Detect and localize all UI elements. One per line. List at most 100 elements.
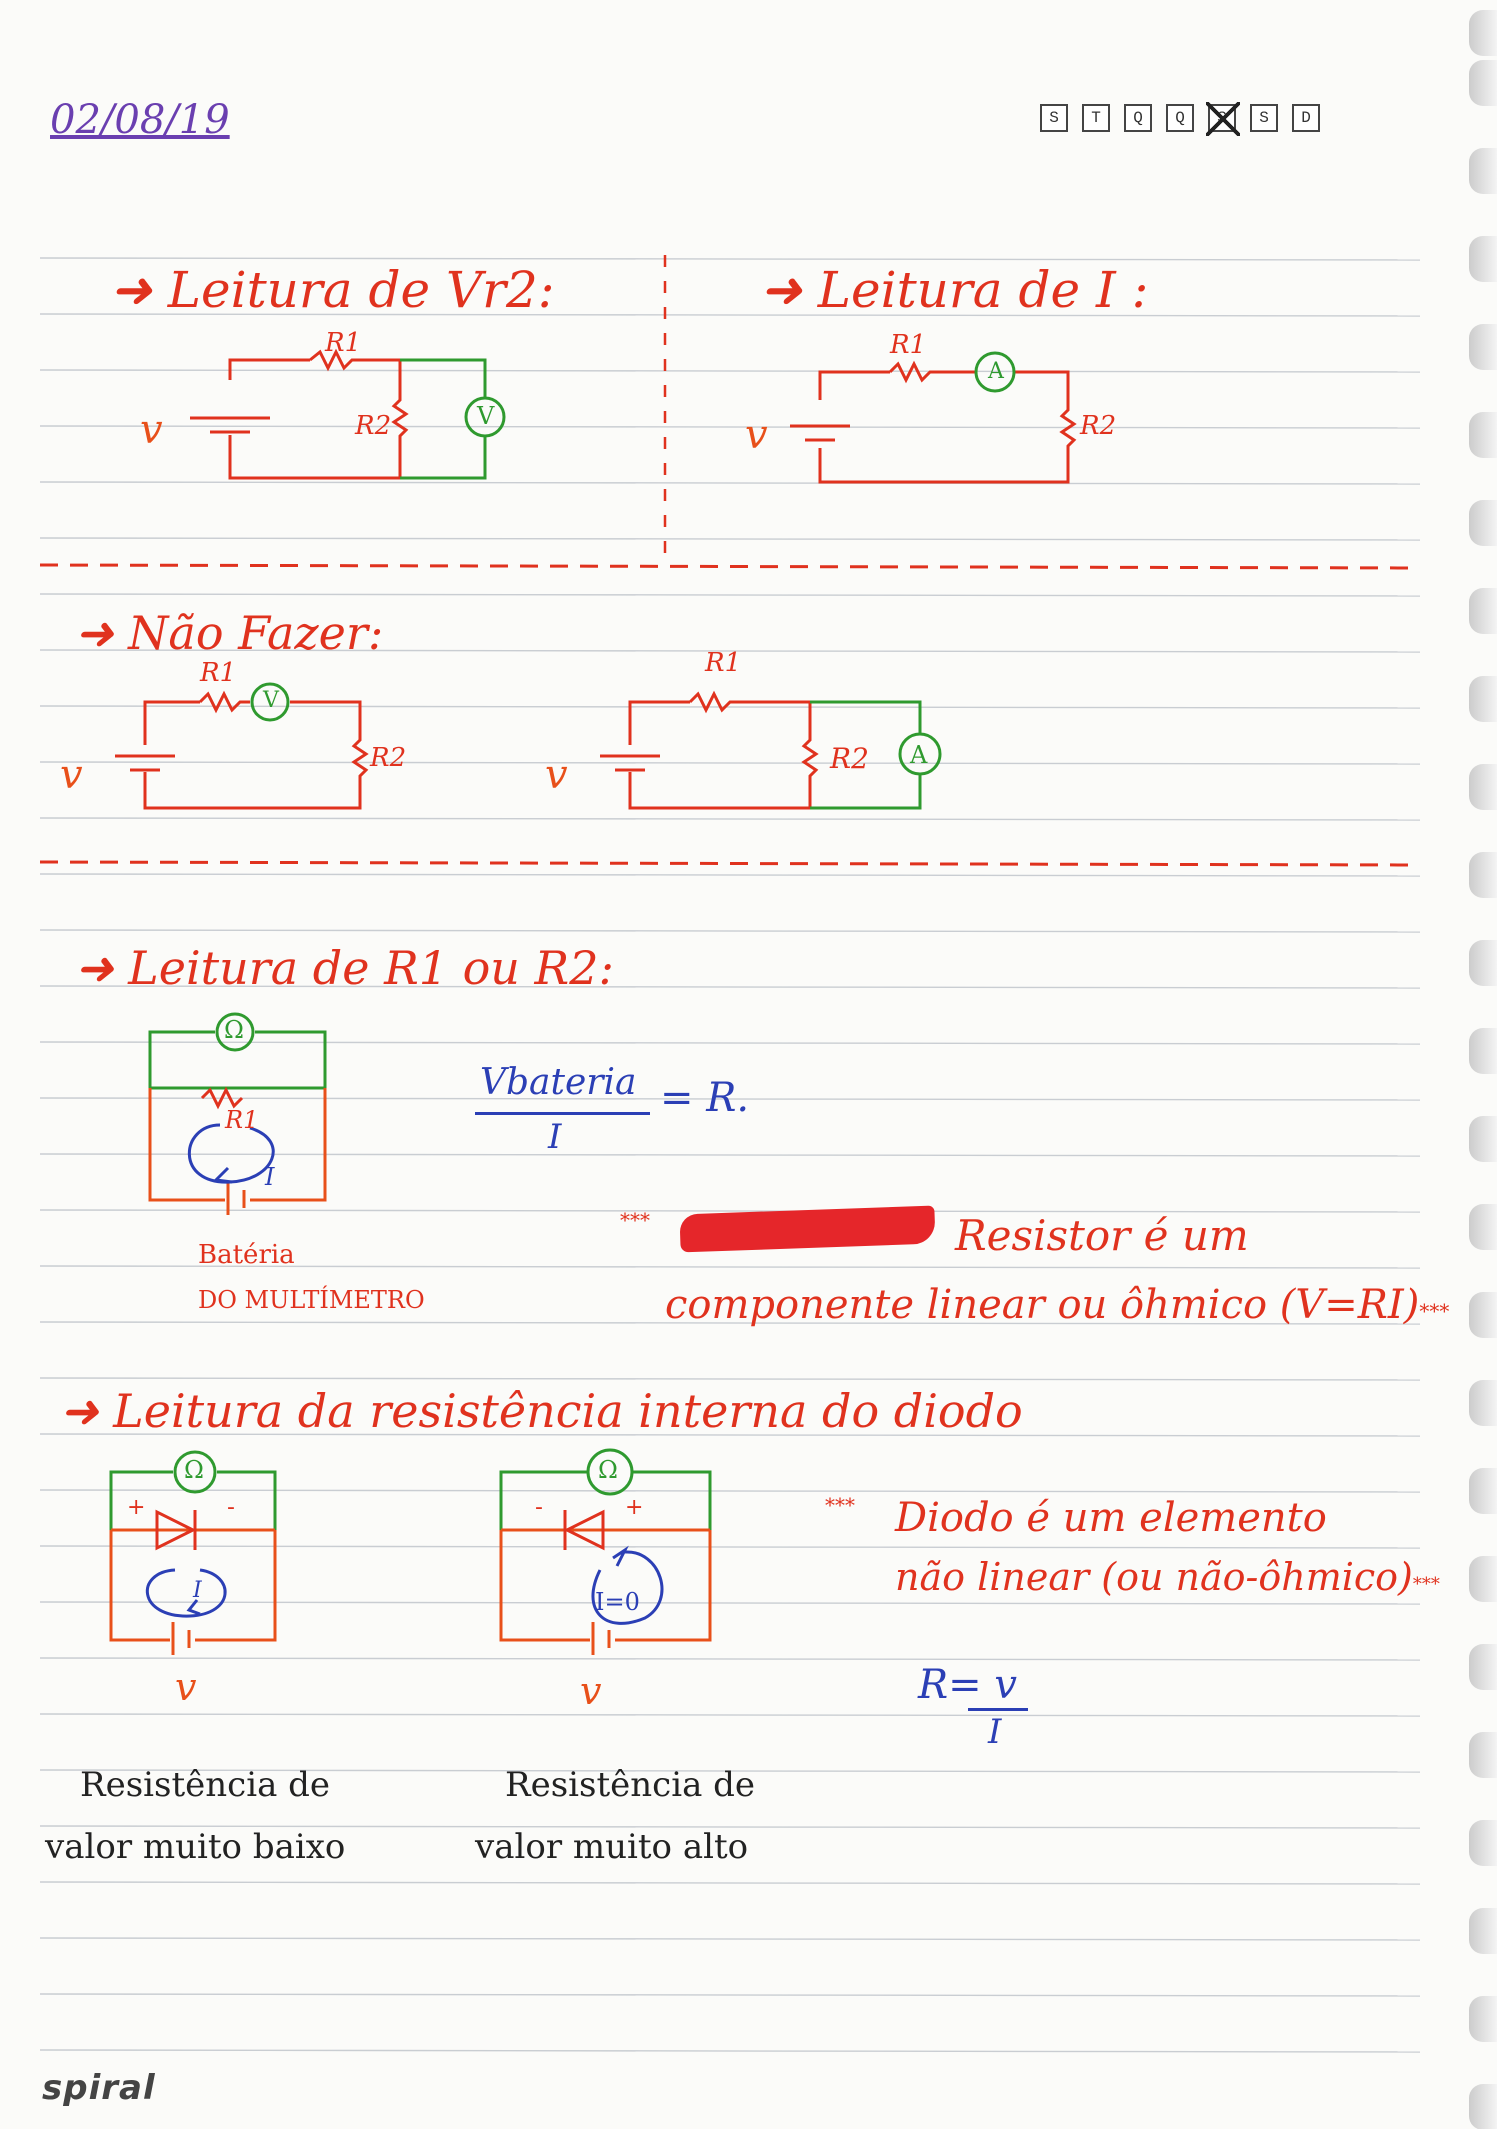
caption-left-2: valor muito baixo — [45, 1827, 346, 1867]
circuit-leitura-r — [148, 1012, 327, 1215]
svg-text:+: + — [127, 1495, 145, 1520]
label-r1: R1 — [200, 658, 237, 688]
divider-dashed-2 — [39, 860, 1421, 867]
binder-ring — [1469, 1380, 1497, 1426]
binder-ring — [1469, 500, 1497, 546]
binder-ring — [1469, 1644, 1497, 1690]
weekday-box[interactable]: S — [1206, 102, 1240, 136]
section-title-diodo: ➜ Leitura da resistência interna do diod… — [60, 1384, 1023, 1438]
arrow-icon: ➜ — [110, 261, 168, 319]
binder-ring — [1469, 852, 1497, 898]
weekday-box[interactable]: T — [1082, 104, 1110, 132]
caption-left-1: Resistência de — [80, 1765, 331, 1805]
divider-dashed-1 — [39, 563, 1421, 570]
label-v: v — [745, 412, 768, 458]
note-diodo-line1: Diodo é um elemento — [895, 1495, 1327, 1541]
section-title-i: ➜ Leitura de I : — [760, 261, 1149, 319]
formula-diodo-bar — [968, 1708, 1028, 1711]
brand-logo: spiral — [42, 2068, 156, 2108]
ohmmeter-label: Ω — [184, 1456, 204, 1484]
label-r1: R1 — [225, 1106, 259, 1134]
binder-ring — [1469, 1732, 1497, 1778]
circuit-diodo-left: + - — [109, 1450, 277, 1655]
note-resistor-line1: Resistor é um — [955, 1211, 1249, 1260]
label-v: v — [545, 752, 568, 798]
arrow-icon: ➜ — [75, 941, 129, 995]
note-mark: *** — [620, 1208, 650, 1232]
weekday-box[interactable]: S — [1250, 104, 1278, 132]
svg-text:+: + — [625, 1495, 643, 1520]
label-r1: R1 — [890, 330, 927, 360]
label-v: v — [60, 752, 83, 798]
note-resistor-line2: componente linear ou ôhmico (V=RI)*** — [665, 1282, 1450, 1328]
caption-right-1: Resistência de — [505, 1765, 756, 1805]
circuit-vr2 — [190, 348, 506, 480]
section-title-leitura-r: ➜ Leitura de R1 ou R2: — [75, 941, 614, 995]
binder-ring — [1469, 764, 1497, 810]
binder-ring — [1469, 676, 1497, 722]
weekday-box[interactable]: S — [1040, 104, 1068, 132]
label-v: v — [140, 407, 163, 453]
binder-ring — [1469, 1204, 1497, 1250]
binder-ring — [1469, 60, 1497, 106]
multimetro-label: do multímetro — [198, 1286, 425, 1314]
arrow-icon: ➜ — [75, 606, 129, 660]
circuit-nao-right — [600, 690, 942, 810]
formula-diodo-num: R= v — [918, 1662, 1017, 1708]
circuit-diodo-right: - + — [499, 1448, 712, 1655]
weekday-box[interactable]: Q — [1124, 104, 1152, 132]
binder-ring — [1469, 324, 1497, 370]
binder-ring — [1469, 1116, 1497, 1162]
date-text: 02/08/19 — [50, 97, 230, 143]
label-v: v — [175, 1665, 197, 1709]
circuit-nao-left — [115, 682, 369, 810]
formula-numerator: Vbateria — [480, 1062, 637, 1103]
weekday-box[interactable]: D — [1292, 104, 1320, 132]
ohmmeter-label: Ω — [598, 1456, 618, 1484]
label-r2: R2 — [1080, 411, 1117, 441]
label-current: I — [265, 1163, 275, 1191]
svg-text:-: - — [227, 1495, 235, 1520]
binder-ring — [1469, 412, 1497, 458]
note-diodo-line2: não linear (ou não-ôhmico)*** — [895, 1555, 1440, 1599]
formula-bar — [475, 1112, 650, 1115]
arrow-icon: ➜ — [60, 1384, 114, 1438]
binder-ring — [1469, 1556, 1497, 1602]
weekday-box[interactable]: Q — [1166, 104, 1194, 132]
label-r2: R2 — [830, 742, 869, 775]
section-title-vr2: ➜ Leitura de Vr2: — [110, 261, 555, 319]
label-current: I — [193, 1578, 202, 1603]
binder-ring — [1469, 1996, 1497, 2042]
label-v: v — [580, 1669, 602, 1713]
note-mark: *** — [825, 1493, 855, 1517]
formula-result: = R. — [660, 1075, 750, 1121]
binder-ring — [1469, 940, 1497, 986]
arrow-icon: ➜ — [760, 261, 818, 319]
voltmeter-label: V — [477, 402, 495, 430]
formula-denominator: I — [548, 1117, 562, 1157]
caption-right-2: valor muito alto — [475, 1827, 749, 1867]
binder-ring — [1469, 1028, 1497, 1074]
label-current: I=0 — [595, 1588, 640, 1616]
ammeter-label: A — [910, 741, 928, 769]
binder-ring — [1469, 588, 1497, 634]
binder-ring — [1469, 1820, 1497, 1866]
ammeter-label: A — [988, 359, 1004, 384]
voltmeter-label: V — [263, 688, 279, 713]
ohmmeter-label: Ω — [224, 1016, 244, 1044]
bateria-label: Batéria — [198, 1240, 295, 1270]
label-r2: R2 — [355, 411, 392, 441]
section-title-nao-fazer: ➜ Não Fazer: — [75, 606, 384, 660]
binder-ring — [1469, 1908, 1497, 1954]
binder-ring — [1469, 1292, 1497, 1338]
binder-ring — [1469, 2084, 1497, 2129]
svg-text:-: - — [535, 1495, 543, 1520]
label-r1: R1 — [705, 648, 742, 678]
binder-ring — [1469, 1468, 1497, 1514]
label-r2: R2 — [370, 743, 407, 773]
formula-diodo-den: I — [988, 1712, 1002, 1752]
label-r1: R1 — [325, 328, 362, 358]
